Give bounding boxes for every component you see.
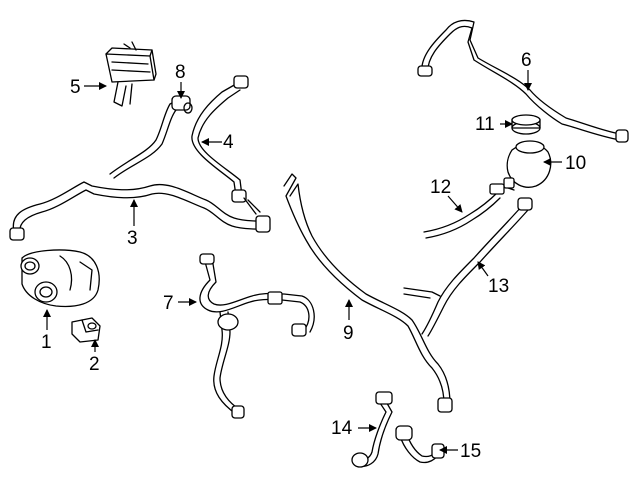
callout-8: 8 [175, 62, 186, 83]
callout-2: 2 [89, 354, 100, 375]
part-9-pipe [283, 173, 453, 413]
callout-3: 3 [127, 228, 138, 249]
part-3-hose [9, 181, 271, 241]
part-7-hose-assembly [199, 253, 315, 419]
callout-12: 12 [430, 177, 451, 198]
part-13-pipe [403, 197, 533, 337]
leader-lines [43, 70, 562, 454]
callout-10: 10 [565, 153, 586, 174]
callout-11: 11 [475, 114, 495, 135]
callout-15: 15 [460, 441, 481, 462]
part-12-pipe [423, 183, 505, 239]
part-5-heat-exchanger [105, 41, 157, 107]
part-10-expansion-tank [503, 140, 552, 191]
callout-5: 5 [70, 77, 81, 98]
part-14-hose [351, 391, 393, 468]
part-15-hose [395, 425, 445, 464]
part-2-bracket [71, 317, 101, 343]
callout-7: 7 [163, 293, 174, 314]
callout-labels: 1 2 3 4 5 6 7 8 9 10 11 12 13 14 15 [41, 50, 586, 462]
part-8-hose [109, 95, 193, 179]
part-6-pipe [417, 19, 629, 143]
callout-1: 1 [41, 332, 52, 353]
callout-6: 6 [521, 50, 532, 71]
callout-9: 9 [343, 323, 354, 344]
callout-4: 4 [223, 132, 234, 153]
leader-13 [477, 261, 489, 277]
part-1-water-pump [20, 249, 100, 308]
part-11-cap [511, 114, 541, 135]
part-4-hose [191, 75, 261, 215]
callout-13: 13 [488, 276, 509, 297]
leader-12 [447, 195, 463, 213]
callout-14: 14 [331, 418, 353, 439]
